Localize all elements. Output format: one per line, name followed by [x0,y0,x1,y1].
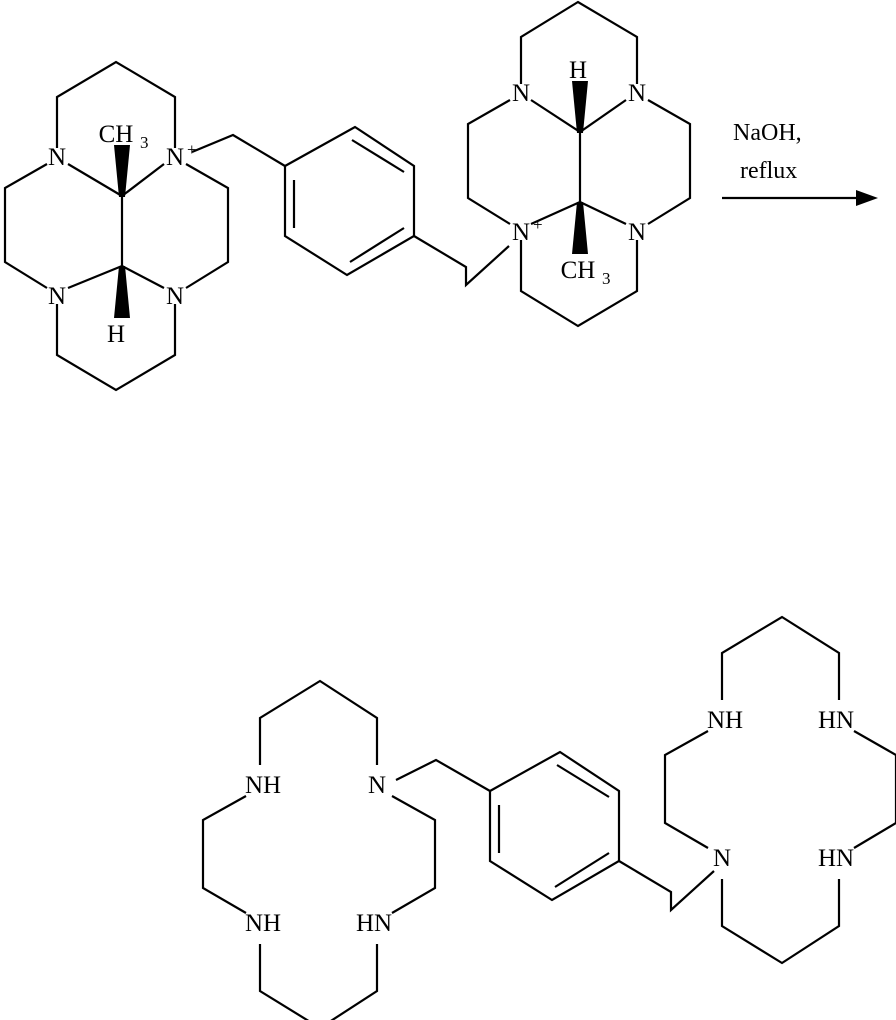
bond-ntr-to-cq-top [121,163,165,197]
bond-nbr-to-cq-bottom [121,265,165,289]
atom-charge-plus-bottom-left-r: + [533,215,543,234]
bond-ntl-to-cq-top [67,163,123,197]
bond-left-arm-product-right [663,730,709,849]
bond-top-bridge-left [55,60,177,148]
product-left-macrocycle: NH N NH HN [201,679,437,1020]
bond-benzene-inner-3-reactant [349,227,405,263]
bond-benzene-inner-2-product [556,764,610,798]
atom-label-N-plus-top-right: N [166,144,184,171]
reactant-left-macrocycle: N N + N N CH 3 H [3,60,230,392]
bond-nbl-to-cq-bottom [67,264,123,290]
wedge-hydrogen-left [114,266,130,318]
wedge-methyl-right [572,202,588,254]
reaction-condition-line2: reflux [740,158,797,184]
product-right-macrocycle: NH HN N HN [663,615,896,965]
bond-benzylic-ch2-left [191,133,286,167]
bond-top-bridge-product-right [720,615,841,700]
product-linker [395,750,715,913]
bond-bottom-bridge-product-left [258,944,379,1020]
atom-label-hydrogen-left: H [107,321,125,348]
reaction-arrow-group: NaOH, reflux [722,120,878,206]
atom-label-NH-top-left-product-right: NH [707,707,743,734]
bond-bottom-bridge-left [55,304,177,392]
bond-right-ring-left [185,163,230,289]
atom-label-N-bottom-right-r: N [628,219,646,246]
atom-label-HN-top-right-product-right: HN [818,707,854,734]
atom-label-methyl-sub-right: 3 [602,269,611,288]
reaction-condition-line1: NaOH, [733,120,802,146]
atom-label-N-bottom-right: N [166,283,184,310]
atom-label-N-plus-bottom-left-r: N [512,219,530,246]
bond-benzene-inner-2-reactant [351,139,405,173]
bond-top-bridge-right [519,0,639,84]
bond-left-ring-right [466,99,511,225]
atom-label-HN-bottom-right-product: HN [356,910,392,937]
bond-bottom-bridge-right [519,240,639,328]
wedge-methyl-left [114,145,130,197]
bond-bottom-bridge-product-right [720,879,841,965]
atom-label-N-top-right-r: N [628,80,646,107]
atom-label-methyl-sub-left: 3 [140,133,149,152]
bond-benzylic-ch2-right [413,235,510,288]
atom-charge-plus-top-right: + [187,140,197,159]
bond-right-ring-right [647,99,692,225]
atom-label-methyl-right: CH [561,257,596,284]
atom-label-methyl-left: CH [99,121,134,148]
atom-label-N-top-left-r: N [512,80,530,107]
bond-left-ring-left [3,163,48,289]
bond-top-bridge-product-left [258,679,379,765]
bond-right-arm-product-left [391,795,437,914]
reactant-structure: N N + N N CH 3 H [3,0,692,392]
reaction-arrow-head-icon [856,190,878,206]
wedge-hydrogen-right [572,81,588,133]
bond-ntr-to-cq-top-r [579,99,627,133]
atom-label-N-top-left: N [48,144,66,171]
atom-label-NH-top-left-product: NH [245,772,281,799]
bond-left-arm-product-left [201,795,247,914]
bond-benzene-inner-3-product [554,852,610,888]
atom-label-hydrogen-right: H [569,57,587,84]
atom-label-N-bottom-left: N [48,283,66,310]
atom-label-N-top-right-product: N [368,772,386,799]
reactant-right-macrocycle: N N N + N H CH 3 [466,0,692,328]
atom-label-NH-bottom-left-product: NH [245,910,281,937]
bond-benzene-ring-reactant [283,125,416,277]
bond-benzene-ring-product [488,750,621,902]
atom-label-HN-bottom-right-product-right: HN [818,845,854,872]
bond-right-arm-product-right [853,730,896,849]
product-structure: NH N NH HN [201,615,896,1020]
reactant-linker [191,125,510,288]
bond-benzylic-ch2-product-left [395,758,491,792]
bond-ntl-to-cq-top-r [530,99,581,133]
bond-benzylic-ch2-product-right [618,860,715,913]
bond-nbl-to-cq-bottom-r [530,200,581,226]
bond-nbr-to-cq-bottom-r [579,201,627,225]
atom-label-N-bottom-left-product-right: N [713,845,731,872]
